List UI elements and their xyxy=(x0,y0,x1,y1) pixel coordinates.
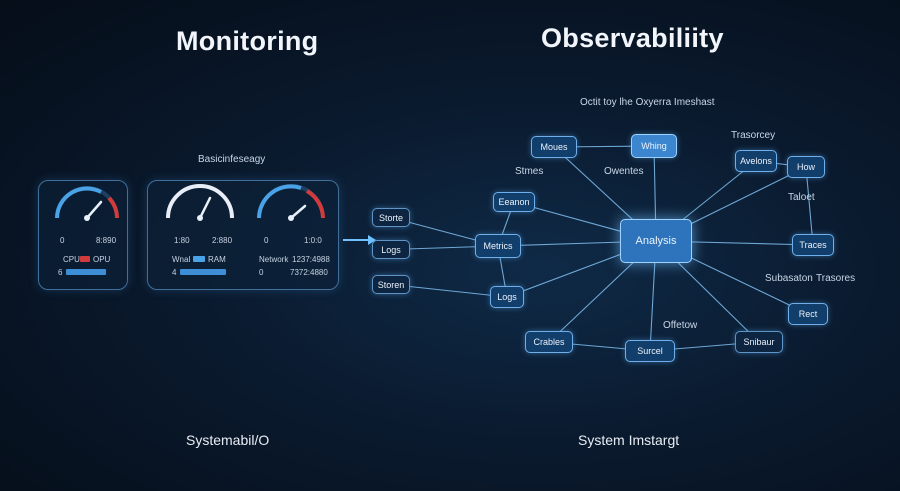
cpu-row-prefix: 6 xyxy=(58,268,63,277)
label-subasaton: Subasaton xyxy=(765,273,813,284)
label-trasorcey: Trasorcey xyxy=(731,130,776,141)
cpu-gauge-needle xyxy=(85,200,103,220)
ram-gauge xyxy=(166,184,234,221)
cpu-usage-bar xyxy=(66,269,106,275)
node-logs-left[interactable]: Logs xyxy=(372,240,410,259)
node-storte[interactable]: Storte xyxy=(372,208,410,227)
node-traces[interactable]: Traces xyxy=(792,234,834,256)
monitoring-caption: Systemabil/O xyxy=(186,432,270,448)
network-row-label: Network xyxy=(259,255,289,264)
label-owentes: Owentes xyxy=(604,166,644,177)
cpu-gauge xyxy=(55,186,119,221)
monitoring-panel-heading: Basicinfeseagy xyxy=(198,154,266,165)
node-metrics[interactable]: Metrics xyxy=(475,234,521,258)
transition-arrow xyxy=(343,235,376,245)
monitoring-title: Monitoring xyxy=(176,26,319,56)
resource-gauge-panel xyxy=(147,180,339,290)
node-storen[interactable]: Storen xyxy=(372,275,410,294)
observability-title: Observabiliity xyxy=(541,23,724,53)
network-row-prefix: 0 xyxy=(259,268,264,277)
node-logs[interactable]: Logs xyxy=(490,286,524,308)
label-trasores: Trasores xyxy=(816,273,856,284)
ram-blue-bar xyxy=(193,256,205,262)
cpu-row-label: CPU xyxy=(63,255,80,264)
ram-row-value: RAM xyxy=(208,255,226,264)
ram-gauge-needle xyxy=(198,196,212,220)
label-stmes: Stmes xyxy=(515,166,544,177)
node-eeanon[interactable]: Eeanon xyxy=(493,192,535,212)
cpu-gauge-min: 0 xyxy=(60,236,65,245)
ram-row-prefix: 4 xyxy=(172,268,177,277)
observability-caption: System Imstargt xyxy=(578,432,680,448)
network-gauge-min: 0 xyxy=(264,236,269,245)
network-gauge xyxy=(257,184,325,221)
edge-storen-logs xyxy=(390,283,508,298)
network-gauge-needle xyxy=(289,204,307,220)
node-how[interactable]: How xyxy=(787,156,825,178)
diagram-edges xyxy=(390,145,814,352)
node-rect[interactable]: Rect xyxy=(788,303,828,325)
node-moues[interactable]: Moues xyxy=(531,136,577,158)
label-offetow: Offetow xyxy=(663,320,698,331)
node-surcel[interactable]: Surcel xyxy=(625,340,675,362)
edge-how-traces xyxy=(805,166,814,246)
node-crables[interactable]: Crables xyxy=(525,331,573,353)
network-row-value: 1237:4988 xyxy=(292,255,330,264)
cpu-gauge-max: 8:890 xyxy=(96,236,117,245)
cpu-red-bar xyxy=(80,256,90,262)
ram-usage-bar xyxy=(180,269,226,275)
observability-subtitle: Octit toy lhe Oxyerra Imeshast xyxy=(580,97,715,108)
node-whing[interactable]: Whing xyxy=(631,134,677,158)
node-analysis[interactable]: Analysis xyxy=(620,219,692,263)
ram-gauge-min: 1:80 xyxy=(174,236,190,245)
cpu-row-value: OPU xyxy=(93,255,111,264)
label-taloet: Taloet xyxy=(788,192,815,203)
ram-row-label: Wnal xyxy=(172,255,191,264)
network-row-text: 7372:4880 xyxy=(290,268,328,277)
node-avelons[interactable]: Avelons xyxy=(735,150,777,172)
ram-gauge-max: 2:880 xyxy=(212,236,233,245)
network-gauge-max: 1:0:0 xyxy=(304,236,322,245)
node-snibaur[interactable]: Snibaur xyxy=(735,331,783,353)
